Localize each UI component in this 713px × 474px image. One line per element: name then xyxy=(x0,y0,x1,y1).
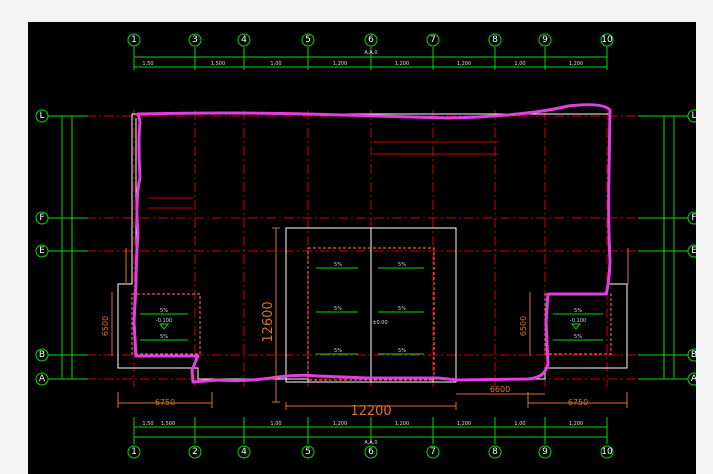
svg-text:5%: 5% xyxy=(160,334,168,340)
svg-text:1,00: 1,00 xyxy=(270,421,281,427)
axis-bubble-top-3: 3 xyxy=(192,35,198,45)
central-platform: 5% 5% 5% 5% 5% 5% ±0.00 xyxy=(307,247,435,381)
svg-text:5%: 5% xyxy=(398,348,406,354)
axis-bubble-top-7: 7 xyxy=(430,35,436,45)
svg-text:1,200: 1,200 xyxy=(457,61,471,67)
svg-text:1,00: 1,00 xyxy=(270,61,281,67)
svg-text:5%: 5% xyxy=(398,262,406,268)
svg-text:1,200: 1,200 xyxy=(333,421,347,427)
floor-plan-svg: 1,50 1,500 1,00 1,200 1,200 1,200 1,00 1… xyxy=(35,33,696,459)
axis-bubble-bottom-10: 10 xyxy=(601,447,613,457)
axis-bubble-bottom-7: 7 xyxy=(430,447,436,457)
bottom-axis-bubbles: 1 2 4 5 6 7 8 9 10 xyxy=(127,445,614,459)
axis-bubble-top-4: 4 xyxy=(241,35,247,45)
svg-text:1,50: 1,50 xyxy=(142,421,153,427)
left-axis-bubbles: L F E B A xyxy=(35,109,49,386)
dim-6750-left: 6750 xyxy=(155,398,175,407)
axis-bubble-top-9: 9 xyxy=(542,35,548,45)
right-wing: 5% -0.100 5% xyxy=(544,293,612,355)
svg-text:±0.00: ±0.00 xyxy=(372,320,387,326)
axis-bubble-bottom-4: 4 xyxy=(241,447,247,457)
overall-width-top: A,A,0 xyxy=(364,50,377,56)
axis-bubble-bottom-1: 1 xyxy=(131,447,137,457)
axis-bubble-right-B: B xyxy=(691,350,696,360)
bottom-dimension-chain: 1,50 1,500 1,00 1,200 1,200 1,200 1,00 1… xyxy=(134,421,607,446)
svg-text:1,200: 1,200 xyxy=(457,421,471,427)
svg-text:5%: 5% xyxy=(574,308,582,314)
svg-text:5%: 5% xyxy=(574,334,582,340)
axis-bubble-top-8: 8 xyxy=(492,35,498,45)
top-axis-bubbles: 1 3 4 5 6 7 8 9 10 xyxy=(127,33,614,47)
axis-bubble-left-A: A xyxy=(39,374,46,384)
dim-6500-right: 6500 xyxy=(519,316,528,336)
svg-text:5%: 5% xyxy=(398,306,406,312)
svg-text:-0.100: -0.100 xyxy=(570,318,586,324)
axis-bubble-right-L: L xyxy=(691,111,696,121)
axis-bubble-bottom-5: 5 xyxy=(305,447,311,457)
svg-text:1,00: 1,00 xyxy=(514,421,525,427)
left-wing: 5% -0.100 5% xyxy=(131,293,201,355)
axis-bubble-bottom-6: 6 xyxy=(368,447,374,457)
dim-12600: 12600 xyxy=(261,301,276,342)
axis-bubble-right-E: E xyxy=(691,246,696,256)
cad-drawing-canvas[interactable]: 1,50 1,500 1,00 1,200 1,200 1,200 1,00 1… xyxy=(28,22,696,474)
dim-12200: 12200 xyxy=(350,404,391,419)
svg-text:1,500: 1,500 xyxy=(211,61,225,67)
svg-text:1,00: 1,00 xyxy=(514,61,525,67)
axis-bubble-right-A: A xyxy=(691,374,696,384)
horizontal-axis-lines xyxy=(68,115,678,380)
dim-6500-left: 6500 xyxy=(101,316,110,336)
dim-6600: 6600 xyxy=(490,385,510,394)
svg-text:1,500: 1,500 xyxy=(161,421,175,427)
right-axis-bubbles: L F E B A xyxy=(687,109,696,386)
axis-bubble-bottom-9: 9 xyxy=(542,447,548,457)
svg-text:5%: 5% xyxy=(334,306,342,312)
axis-bubble-left-F: F xyxy=(39,213,44,223)
axis-bubble-right-F: F xyxy=(691,213,696,223)
svg-text:1,50: 1,50 xyxy=(142,61,153,67)
axis-extension-lines xyxy=(48,47,688,444)
axis-bubble-left-L: L xyxy=(39,111,44,121)
axis-bubble-top-1: 1 xyxy=(131,35,137,45)
svg-text:5%: 5% xyxy=(334,262,342,268)
axis-bubble-left-E: E xyxy=(39,246,45,256)
axis-bubble-top-10: 10 xyxy=(601,35,613,45)
svg-text:1,200: 1,200 xyxy=(569,421,583,427)
axis-bubble-bottom-8: 8 xyxy=(492,447,498,457)
svg-text:1,200: 1,200 xyxy=(569,61,583,67)
svg-text:5%: 5% xyxy=(160,308,168,314)
magenta-markup-outline xyxy=(132,103,612,384)
axis-bubble-top-6: 6 xyxy=(368,35,374,45)
svg-text:-0.100: -0.100 xyxy=(156,318,172,324)
axis-bubble-left-B: B xyxy=(39,350,45,360)
dim-6750-right: 6750 xyxy=(568,398,588,407)
side-dimension-chains xyxy=(61,116,675,379)
svg-text:1,200: 1,200 xyxy=(395,421,409,427)
axis-bubble-top-5: 5 xyxy=(305,35,311,45)
orange-dimensions: 12600 12200 6750 6750 6600 6500 6500 xyxy=(101,227,629,419)
svg-text:5%: 5% xyxy=(334,348,342,354)
overall-width-bottom: A,A,0 xyxy=(364,440,377,446)
axis-bubble-bottom-2: 2 xyxy=(192,447,198,457)
svg-text:1,200: 1,200 xyxy=(395,61,409,67)
svg-text:1,200: 1,200 xyxy=(333,61,347,67)
building-outline xyxy=(117,113,628,383)
top-dimension-chain: 1,50 1,500 1,00 1,200 1,200 1,200 1,00 1… xyxy=(134,50,607,68)
